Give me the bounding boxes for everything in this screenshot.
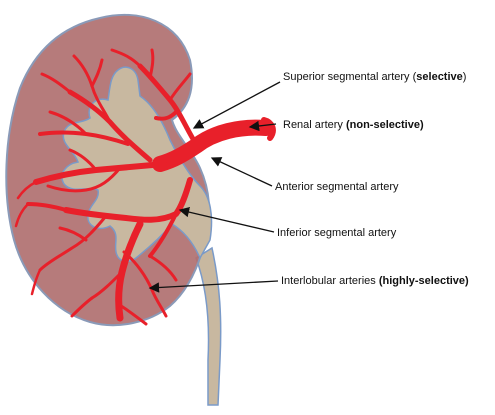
label-anterior: Anterior segmental artery (275, 181, 399, 193)
arrow-anterior (212, 158, 272, 186)
label-inferior: Inferior segmental artery (277, 227, 397, 239)
label-interlobular: Interlobular arteries (highly-selective) (281, 275, 469, 287)
ureter (196, 248, 221, 405)
label-renal: Renal artery (non-selective) (283, 119, 424, 131)
label-superior: Superior segmental artery (selective) (283, 71, 466, 83)
